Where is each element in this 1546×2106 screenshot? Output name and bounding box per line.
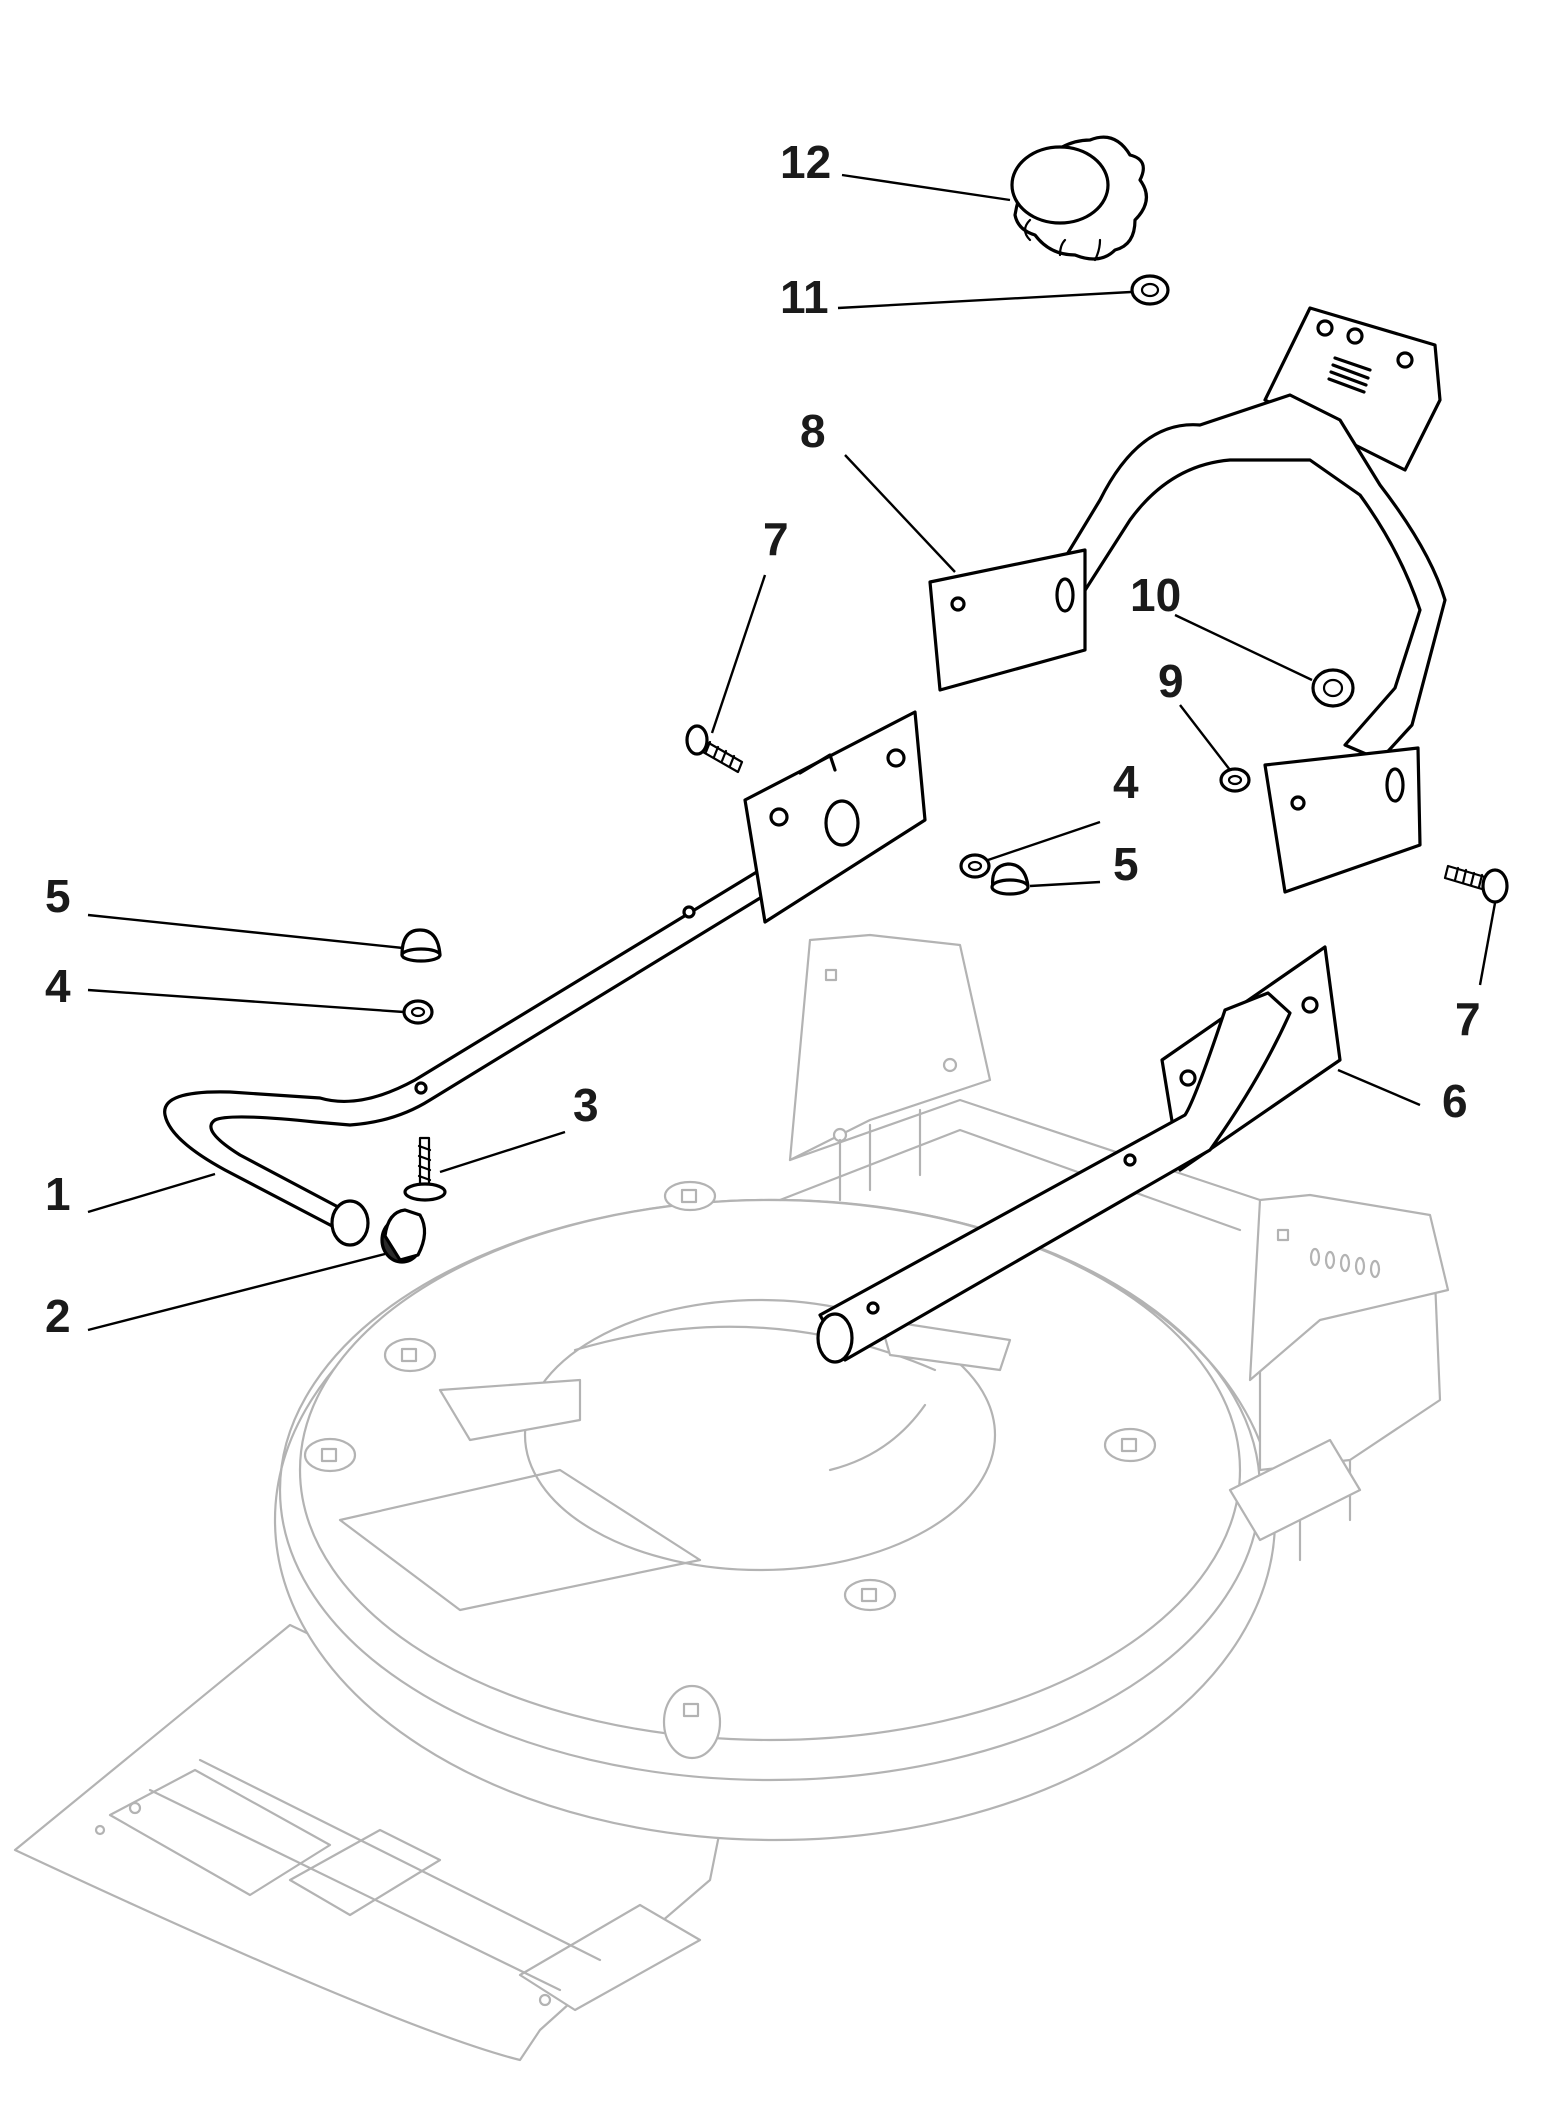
callout-11: 11 — [780, 271, 829, 323]
leader-lines — [87, 173, 1497, 1332]
deck-mount-pads — [303, 1180, 1157, 1760]
callout-2: 2 — [45, 1290, 71, 1342]
callout-10: 10 — [1130, 569, 1181, 621]
flap-strip-left — [108, 1768, 332, 1897]
callout-6: 6 — [1442, 1075, 1468, 1127]
blade-bracket-right — [878, 1318, 1012, 1372]
part-10-washer — [1311, 668, 1355, 708]
handle-mount-plate-right — [1263, 746, 1422, 894]
callout-9: 9 — [1158, 655, 1184, 707]
deck-center-opening — [523, 1298, 997, 1572]
callout-5-right: 5 — [1113, 838, 1139, 890]
mower-deck — [13, 933, 1450, 2062]
part-8-upper-handle — [928, 306, 1447, 894]
part-11-washer — [1130, 274, 1170, 306]
part-2-end-cap — [380, 1208, 427, 1264]
handle-tube-right — [818, 991, 1292, 1362]
part-12-star-knob — [1010, 135, 1148, 262]
callout-4-right: 4 — [1113, 756, 1139, 808]
part-9-nut — [1219, 767, 1251, 793]
part-5-acorn-nut-left — [400, 928, 442, 963]
part-7-bolt-upper — [685, 724, 744, 774]
part-5-acorn-nut-right — [990, 862, 1030, 896]
callout-3: 3 — [573, 1079, 599, 1131]
rear-upright-plate-right — [1248, 1193, 1450, 1382]
flap-strip-right — [518, 1903, 702, 2012]
handle-mount-plate-left — [928, 548, 1087, 692]
side-lug — [1228, 1438, 1362, 1542]
part-3-bolt — [403, 1136, 447, 1202]
callout-1: 1 — [45, 1168, 71, 1220]
part-4-nut-right — [959, 853, 991, 879]
handle-bar — [1018, 393, 1447, 762]
rear-upright-plate-left — [788, 933, 992, 1162]
part-4-nut-left — [402, 999, 434, 1025]
part-1-lower-handle-left — [163, 710, 927, 1247]
handle-tube-left — [163, 868, 767, 1240]
callout-4-left: 4 — [45, 960, 71, 1012]
callout-7-lower: 7 — [1455, 993, 1481, 1045]
callout-7-upper: 7 — [763, 513, 789, 565]
flap-strip-mid — [288, 1828, 442, 1917]
part-7-bolt-lower — [1443, 864, 1509, 904]
blade-bracket — [438, 1378, 582, 1442]
callout-8: 8 — [800, 405, 826, 457]
callout-5-left: 5 — [45, 870, 71, 922]
callout-12: 12 — [780, 136, 831, 188]
callout-labels: 1 2 3 4 5 4 5 6 7 7 8 9 10 11 12 — [45, 136, 1481, 1342]
part-6-lower-handle-right — [816, 945, 1342, 1364]
